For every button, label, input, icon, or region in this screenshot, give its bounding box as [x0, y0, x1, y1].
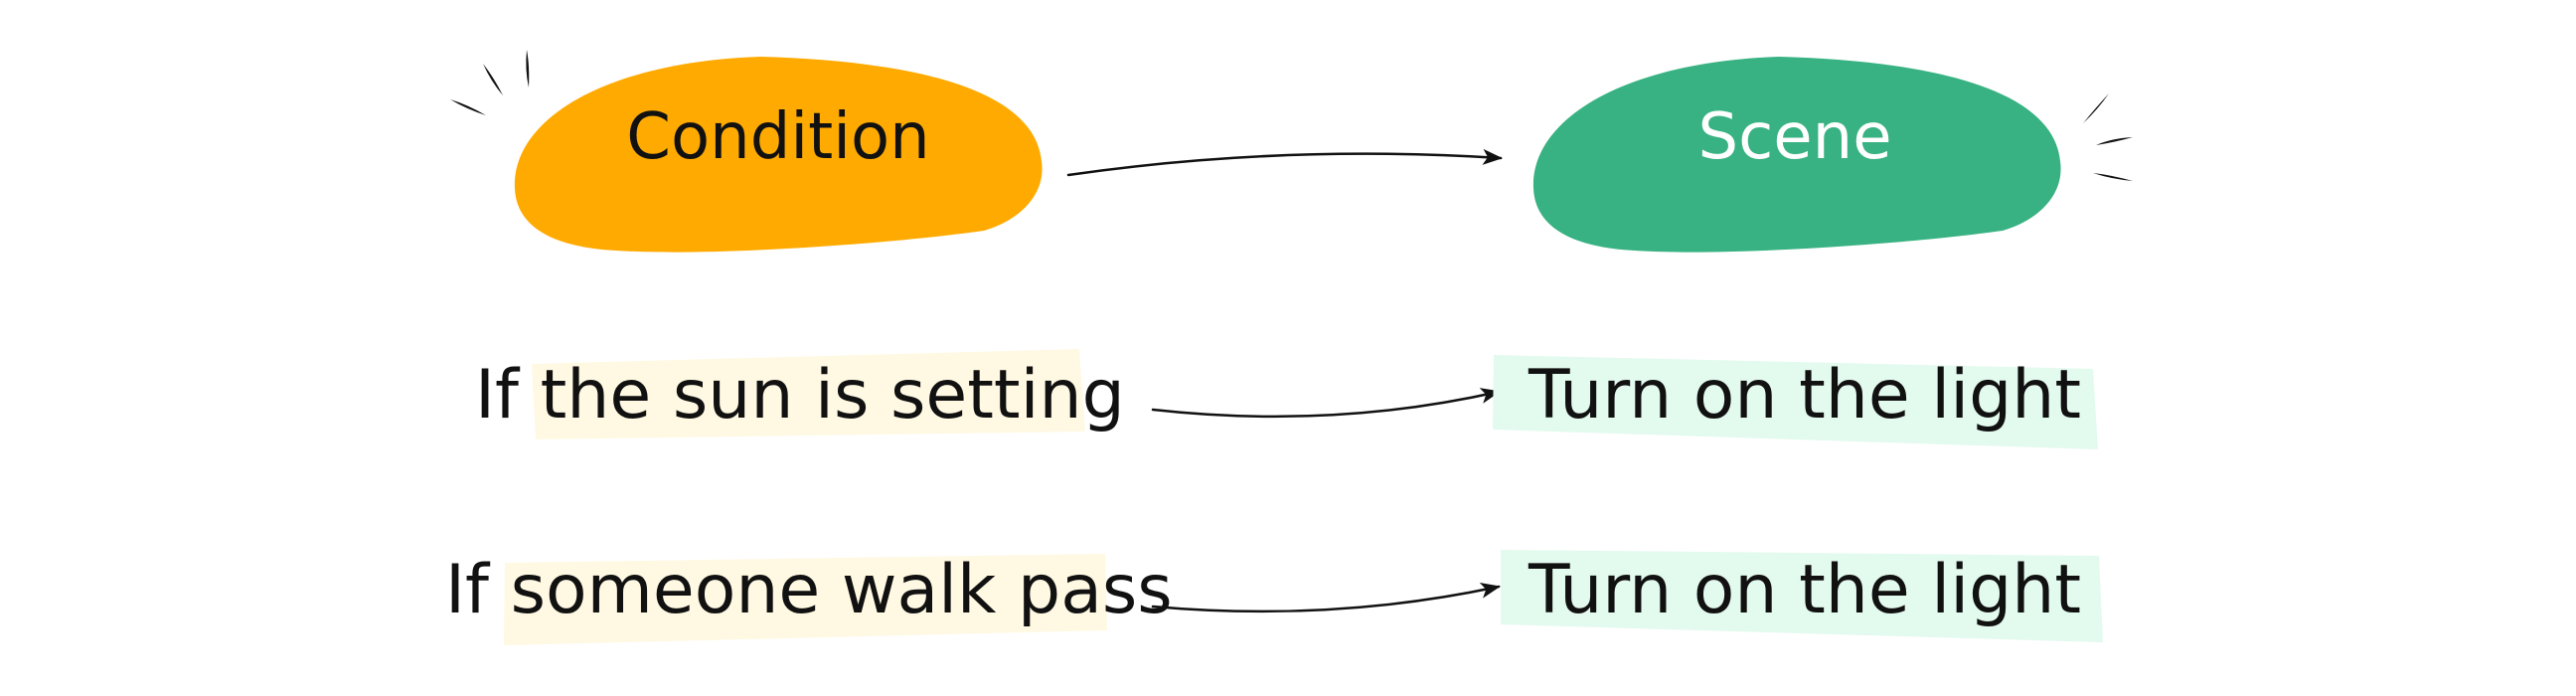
- condition-text-1: If the sun is setting: [475, 356, 1125, 435]
- scene-node: Scene: [1532, 57, 2061, 253]
- row-arrow-2: [1151, 582, 1501, 613]
- condition-accent-strokes: [450, 50, 530, 115]
- accent-stroke-5: [2096, 137, 2133, 145]
- row-arrow-1: [1151, 388, 1501, 419]
- accent-stroke-3: [526, 50, 530, 87]
- accent-stroke-6: [2093, 173, 2133, 181]
- condition-blob: [514, 57, 1043, 253]
- header-arrow: [1066, 148, 1503, 177]
- scene-text-1: Turn on the light: [1528, 356, 2081, 435]
- condition-text-2: If someone walk pass: [445, 551, 1173, 629]
- condition-node: Condition: [514, 57, 1043, 253]
- scene-highlight-2: [1501, 550, 2103, 642]
- accent-stroke-2: [483, 64, 503, 95]
- condition-label: Condition: [626, 100, 929, 174]
- scene-highlight-1: [1493, 355, 2098, 449]
- rule-row-1: If the sun is setting Turn on the light: [475, 349, 2098, 449]
- scene-blob: [1532, 57, 2061, 253]
- scene-label: Scene: [1697, 100, 1891, 174]
- rule-row-2: If someone walk pass Turn on the light: [445, 550, 2103, 645]
- condition-highlight-2: [504, 554, 1107, 645]
- scene-accent-strokes: [2083, 93, 2133, 181]
- accent-stroke-4: [2083, 93, 2109, 123]
- condition-highlight-1: [532, 349, 1085, 439]
- accent-stroke-1: [450, 99, 486, 115]
- scene-text-2: Turn on the light: [1528, 551, 2081, 629]
